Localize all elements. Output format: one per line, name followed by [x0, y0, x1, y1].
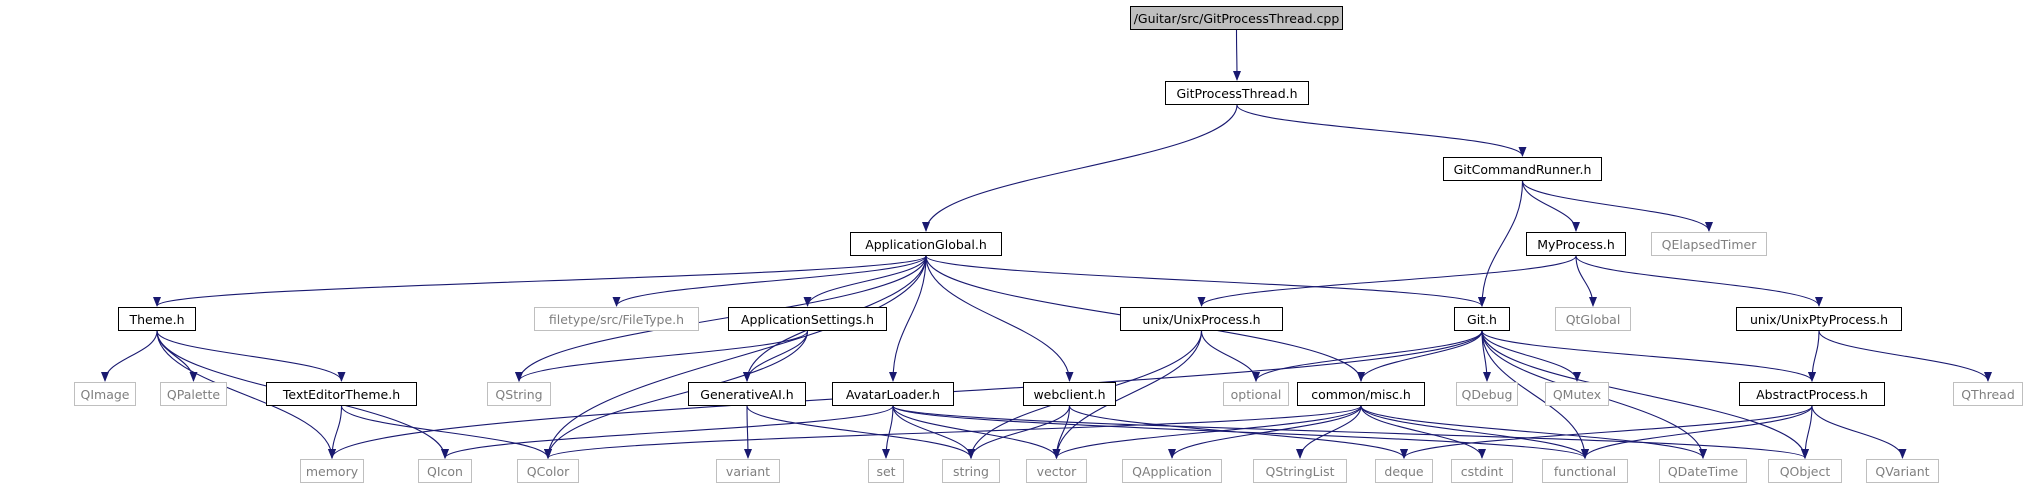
- node-qdebug: QDebug: [1456, 382, 1518, 406]
- node-aset[interactable]: ApplicationSettings.h: [728, 307, 887, 331]
- edge-webc-to-deque: [1068, 405, 1408, 459]
- edge-myp-to-uproc: [1197, 255, 1577, 307]
- node-optional: optional: [1223, 382, 1289, 406]
- edge-theme-to-tet: [156, 330, 346, 382]
- node-qstring: QString: [487, 382, 551, 406]
- edge-aset-to-genai: [743, 330, 809, 382]
- edge-avatar-to-vector: [892, 405, 1061, 459]
- edge-theme-to-qpalette: [156, 330, 198, 382]
- edge-misc-to-functional: [1360, 405, 1589, 459]
- node-root[interactable]: /Guitar/src/GitProcessThread.cpp: [1130, 6, 1343, 30]
- node-qcolor: QColor: [517, 459, 579, 483]
- edge-misc-to-vector: [1052, 405, 1362, 459]
- node-appg[interactable]: ApplicationGlobal.h: [850, 232, 1002, 256]
- node-qimage: QImage: [74, 382, 136, 406]
- node-string: string: [942, 459, 1000, 483]
- edge-theme-to-qimage: [101, 330, 158, 382]
- edge-myp-to-qtglobal: [1575, 255, 1597, 307]
- node-memory: memory: [300, 459, 364, 483]
- edge-tet-to-qcolor: [340, 405, 552, 459]
- edge-avatar-to-qobject: [892, 405, 1809, 459]
- node-theme[interactable]: Theme.h: [118, 307, 196, 331]
- node-tet[interactable]: TextEditorTheme.h: [266, 382, 417, 406]
- node-cstdint: cstdint: [1451, 459, 1513, 483]
- edge-appg-to-ftype: [612, 255, 927, 307]
- node-absp[interactable]: AbstractProcess.h: [1739, 382, 1885, 406]
- edge-gcr-to-git: [1478, 180, 1524, 307]
- node-qsl: QStringList: [1253, 459, 1347, 483]
- node-qdatetime: QDateTime: [1659, 459, 1747, 483]
- edge-misc-to-cstdint: [1360, 405, 1486, 459]
- edge-git-to-misc: [1357, 330, 1483, 382]
- edge-genai-to-variant: [743, 405, 752, 459]
- edge-upty-to-qthread: [1818, 330, 1992, 382]
- edge-absp-to-qobject: [1801, 405, 1813, 459]
- edge-misc-to-qapp: [1168, 405, 1362, 459]
- edge-gpt-to-gcr: [1236, 104, 1527, 157]
- edge-git-to-qmutex: [1481, 330, 1581, 382]
- node-misc[interactable]: common/misc.h: [1297, 382, 1425, 406]
- node-vector: vector: [1026, 459, 1087, 483]
- node-qmutex: QMutex: [1545, 382, 1609, 406]
- edge-gpt-to-appg: [922, 104, 1238, 232]
- node-git[interactable]: Git.h: [1454, 307, 1510, 331]
- node-qapp: QApplication: [1122, 459, 1222, 483]
- node-myp[interactable]: MyProcess.h: [1526, 232, 1626, 256]
- edge-git-to-qobject: [1481, 330, 1809, 459]
- edge-gcr-to-qet: [1521, 180, 1713, 232]
- edge-appg-to-qstring: [515, 255, 927, 382]
- node-variant: variant: [716, 459, 780, 483]
- edge-upty-to-absp: [1808, 330, 1820, 382]
- edge-absp-to-qvariant: [1811, 405, 1907, 459]
- node-set: set: [868, 459, 904, 483]
- edge-appg-to-git: [925, 255, 1486, 307]
- edge-appg-to-avatar: [889, 255, 927, 382]
- edge-git-to-absp: [1481, 330, 1816, 382]
- edge-webc-to-string: [967, 405, 1071, 459]
- node-webc[interactable]: webclient.h: [1023, 382, 1116, 406]
- edge-misc-to-qdatetime: [1360, 405, 1707, 459]
- edge-avatar-to-set: [882, 405, 894, 459]
- edge-genai-to-string: [746, 405, 975, 459]
- edge-aset-to-qstring: [515, 330, 809, 382]
- node-qicon: QIcon: [418, 459, 472, 483]
- node-qobject: QObject: [1768, 459, 1842, 483]
- edge-appg-to-qcolor: [544, 255, 927, 459]
- node-functional: functional: [1542, 459, 1628, 483]
- node-qthread: QThread: [1953, 382, 2023, 406]
- edge-avatar-to-qicon: [441, 405, 894, 459]
- edge-appg-to-theme: [153, 255, 927, 307]
- node-genai[interactable]: GenerativeAI.h: [688, 382, 806, 406]
- edge-absp-to-functional: [1581, 405, 1813, 459]
- node-qvariant: QVariant: [1866, 459, 1939, 483]
- edge-root-to-gpt: [1232, 29, 1241, 81]
- edge-gcr-to-myp: [1521, 180, 1580, 232]
- edge-theme-to-memory: [156, 330, 336, 459]
- node-avatar[interactable]: AvatarLoader.h: [832, 382, 954, 406]
- node-uproc[interactable]: unix/UnixProcess.h: [1120, 307, 1283, 331]
- node-gcr[interactable]: GitCommandRunner.h: [1443, 157, 1602, 181]
- edge-appg-to-webc: [925, 255, 1074, 382]
- node-qpalette: QPalette: [160, 382, 227, 406]
- node-deque: deque: [1375, 459, 1433, 483]
- node-ftype: filetype/src/FileType.h: [534, 307, 699, 331]
- node-qtglobal: QtGlobal: [1555, 307, 1631, 331]
- edge-myp-to-upty: [1575, 255, 1823, 307]
- edge-git-to-optional: [1252, 330, 1483, 382]
- edge-misc-to-qcolor: [544, 405, 1362, 459]
- edge-misc-to-qsl: [1296, 405, 1362, 459]
- edge-appg-to-aset: [803, 255, 927, 307]
- edge-aset-to-qcolor: [544, 330, 809, 459]
- node-gpt[interactable]: GitProcessThread.h: [1165, 81, 1309, 105]
- node-qet: QElapsedTimer: [1651, 232, 1767, 256]
- edge-git-to-functional: [1481, 330, 1589, 459]
- node-upty[interactable]: unix/UnixPtyProcess.h: [1736, 307, 1902, 331]
- edge-uproc-to-vector: [1052, 330, 1203, 459]
- edge-absp-to-deque: [1400, 405, 1813, 459]
